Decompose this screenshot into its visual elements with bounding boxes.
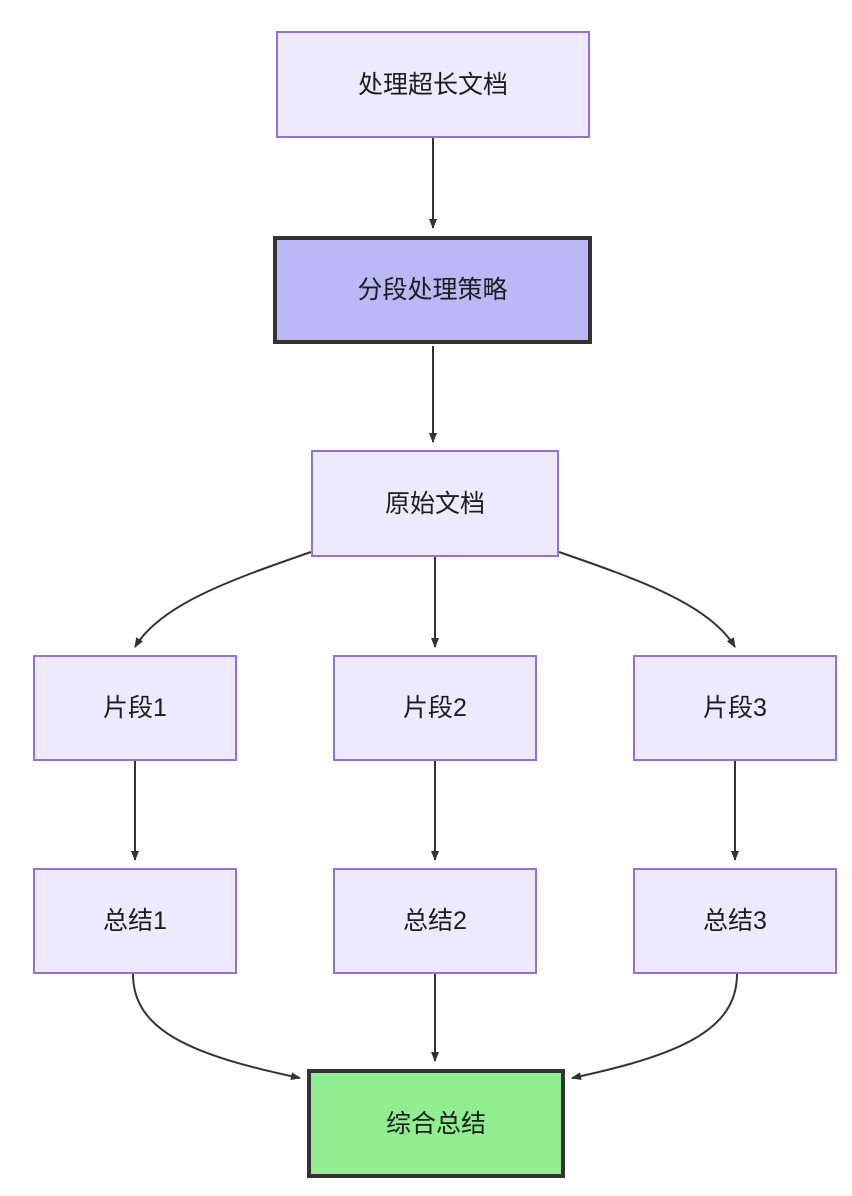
edge-n7-to-n10 [132, 973, 301, 1081]
node-n1[interactable]: 处理超长文档 [276, 31, 590, 138]
edge-n9-to-n10 [571, 973, 738, 1081]
edge-n3-to-n4 [134, 551, 312, 648]
edge-n3-to-n6 [558, 551, 736, 648]
node-n5[interactable]: 片段2 [333, 655, 537, 761]
node-label: 总结1 [103, 907, 167, 935]
node-label: 总结2 [403, 907, 467, 935]
node-n7[interactable]: 总结1 [33, 868, 237, 974]
node-n2[interactable]: 分段处理策略 [273, 236, 592, 344]
node-label: 片段1 [103, 694, 167, 722]
node-label: 处理超长文档 [357, 70, 508, 99]
node-label: 片段3 [703, 694, 767, 722]
node-label: 原始文档 [384, 489, 485, 518]
node-label: 综合总结 [385, 1109, 486, 1138]
node-n4[interactable]: 片段1 [33, 655, 237, 761]
node-n10[interactable]: 综合总结 [307, 1069, 565, 1178]
node-label: 总结3 [703, 907, 767, 935]
node-n3[interactable]: 原始文档 [311, 450, 559, 557]
node-n9[interactable]: 总结3 [633, 868, 837, 974]
node-n8[interactable]: 总结2 [333, 868, 537, 974]
node-n6[interactable]: 片段3 [633, 655, 837, 761]
node-label: 片段2 [403, 694, 467, 722]
node-label: 分段处理策略 [357, 276, 508, 304]
